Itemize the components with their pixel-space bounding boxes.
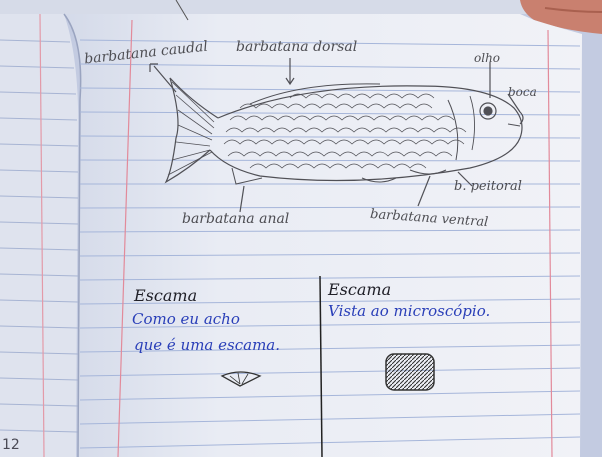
eye-label: olho <box>474 52 500 64</box>
left-section-line-2: que é uma escama. <box>134 338 280 353</box>
right-section-line-1: Vista ao microscópio. <box>328 304 490 319</box>
dorsal-fin-label: barbatana dorsal <box>236 40 357 54</box>
pectoral-fin-label: b. peitoral <box>454 180 522 193</box>
mouth-label: boca <box>508 86 537 98</box>
left-section-title: Escama <box>134 288 197 304</box>
anal-fin-label: barbatana anal <box>182 212 289 226</box>
scale-sketch-right <box>386 354 434 390</box>
left-page <box>0 14 78 457</box>
right-section-title: Escama <box>328 282 391 298</box>
main-page <box>64 14 582 457</box>
page-number: 12 <box>2 438 20 452</box>
left-section-line-1: Como eu acho <box>132 312 240 327</box>
